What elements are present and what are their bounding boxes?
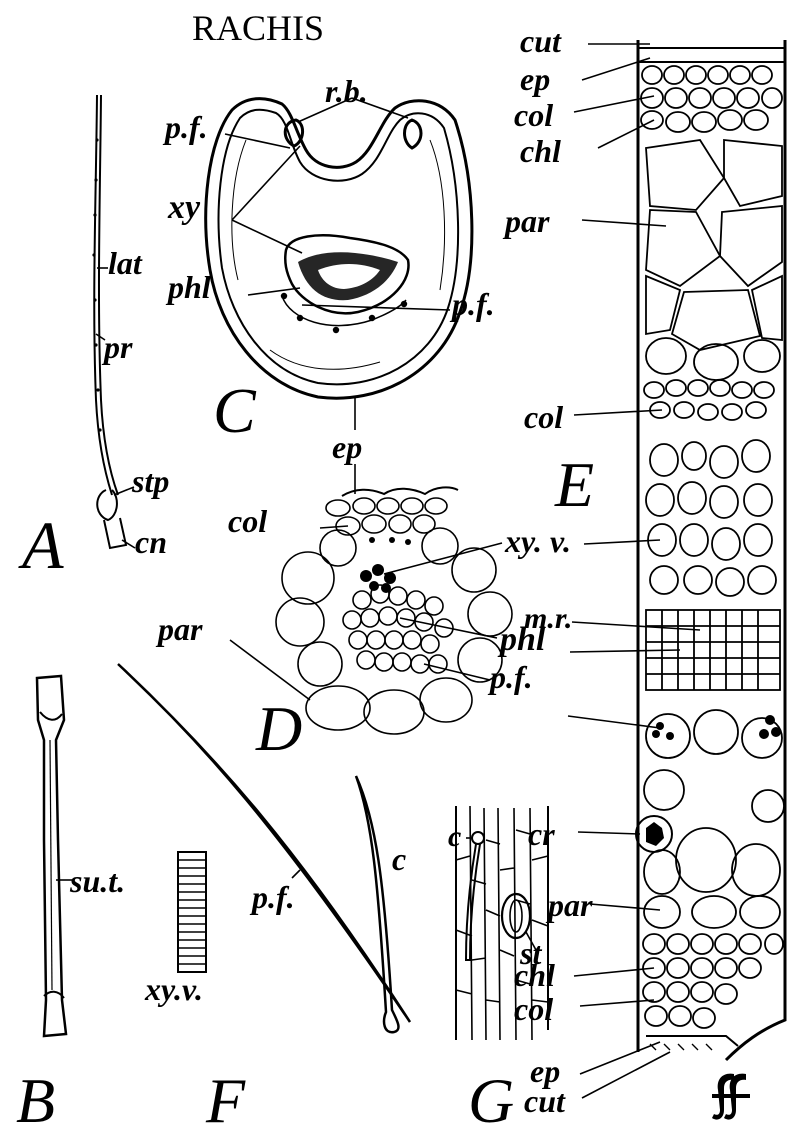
label-g-c: c: [448, 820, 461, 853]
label-a-cn: cn: [135, 524, 167, 560]
figure-f-cell: [356, 776, 398, 1032]
label-e-mr: m.r.: [524, 602, 572, 635]
label-a-stp: stp: [131, 463, 169, 499]
panel-a-letter: A: [18, 507, 64, 583]
figure-b-suture: [37, 676, 66, 1036]
panel-g-letter: G: [468, 1065, 514, 1134]
label-a-lat: lat: [108, 245, 143, 281]
figure-c-cross-section: [206, 99, 472, 399]
label-e-par-top: par: [502, 203, 550, 239]
label-c-ep: ep: [332, 429, 362, 465]
panel-e-letter: E: [554, 449, 594, 520]
panel-c-letter: C: [213, 375, 257, 446]
figure-d-bundle: [276, 464, 512, 734]
label-d-par: par: [155, 611, 203, 647]
panel-b-letter: B: [16, 1065, 55, 1134]
label-a-pr: pr: [101, 329, 133, 365]
label-b-sut: su.t.: [69, 863, 125, 899]
label-e-par-bot: par: [545, 887, 593, 923]
plate-title: RACHIS: [192, 8, 324, 48]
label-c-xy: xy: [167, 189, 201, 226]
figure-a-frond: [92, 95, 126, 548]
label-c-rb: r.b.: [325, 73, 368, 109]
label-f-xyv: xy.v.: [144, 971, 203, 1007]
label-e-cut-bot: cut: [524, 1083, 566, 1119]
figure-f-vessel: [178, 852, 206, 972]
label-e-cut-top: cut: [520, 23, 562, 59]
label-e-ep-top: ep: [520, 61, 550, 97]
label-c-phl: phl: [165, 269, 211, 305]
label-f-pf: p.f.: [249, 879, 295, 915]
label-d-pf: p.f.: [487, 659, 533, 695]
figure-e-tissue-strip: [636, 40, 785, 1060]
label-d-col: col: [228, 503, 267, 539]
artist-signature-mark: [712, 1074, 750, 1120]
label-e-cr: cr: [528, 816, 555, 852]
label-e-col-mid: col: [524, 399, 563, 435]
label-e-col-top: col: [514, 97, 553, 133]
label-e-chl-top: chl: [520, 133, 561, 169]
panel-f-letter: F: [205, 1065, 246, 1134]
label-f-c: c: [392, 841, 406, 877]
label-g-st: st: [519, 935, 542, 971]
figure-e-leaders: [568, 44, 700, 1098]
label-c-pf-top: p.f.: [162, 109, 208, 145]
label-c-pf-mid: p.f.: [449, 286, 495, 322]
panel-d-letter: D: [255, 693, 302, 764]
label-d-xyv: xy. v.: [504, 523, 571, 559]
